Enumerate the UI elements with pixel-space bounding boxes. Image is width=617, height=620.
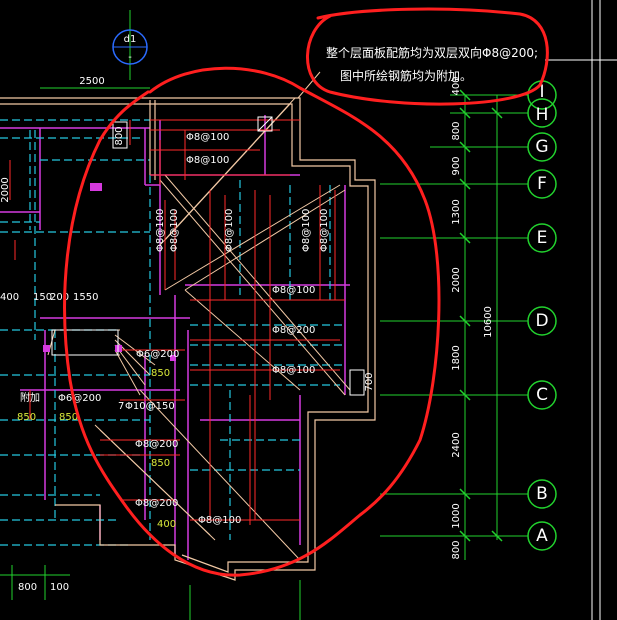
red-annotation	[63, 7, 549, 577]
grid-axis-label-b: B	[536, 484, 548, 504]
left-row-200: 200	[50, 292, 69, 303]
rebar-label: Φ8@100	[198, 515, 241, 526]
building-outline	[0, 97, 376, 581]
rebar-label: Φ6@200	[58, 393, 101, 404]
left-dim-800: 800	[114, 126, 125, 145]
rebar-label: Φ10@150	[125, 401, 175, 412]
yellow-label: 850	[151, 368, 170, 379]
grid-axis-label-c: C	[536, 385, 548, 405]
yellow-label: 400	[157, 519, 176, 530]
rebar-label: Φ6@200	[136, 349, 179, 360]
vdim-total: 10600	[483, 306, 494, 338]
rebar-label: Φ8@100	[155, 209, 166, 252]
rebar-label: Φ8@100	[272, 285, 315, 296]
left-row-400: 400	[0, 292, 19, 303]
rebar-label: Φ8@100	[224, 209, 235, 252]
rebar-label: Φ8@200	[135, 498, 178, 509]
rebar-label: Φ8@100	[186, 132, 229, 143]
bottom-dim-100: 100	[50, 582, 69, 593]
yellow-label: 850	[59, 412, 78, 423]
axis-bubble-top-label: d1	[124, 34, 137, 45]
rebar-label: Φ8@200	[135, 439, 178, 450]
vdim-800b: 800	[451, 540, 462, 559]
dim-700: 700	[364, 372, 375, 391]
axis-grid-lines	[0, 10, 528, 620]
rebar-label: Φ8@100	[319, 209, 330, 252]
beam-lines	[0, 119, 345, 546]
rebar-label: Φ8@200	[272, 325, 315, 336]
grid-axis-label-i: I	[539, 82, 544, 102]
vdim-1000: 1000	[451, 503, 462, 528]
vdim-2000: 2000	[451, 267, 462, 292]
yellow-label: 850	[17, 412, 36, 423]
grid-axis-label-g: G	[535, 137, 548, 157]
seven-label: 7	[118, 401, 124, 412]
left-row-150: 150	[33, 292, 52, 303]
rebar-lines	[9, 119, 345, 525]
note-line-1: 整个层面板配筋均为双层双向Φ8@200;	[326, 45, 538, 60]
grid-axis-bubbles	[527, 80, 557, 551]
vdim-900: 900	[451, 156, 462, 175]
rebar-label: Φ8@100	[169, 209, 180, 252]
frame-lines	[545, 0, 617, 620]
rebar-label: Φ8@100	[301, 209, 312, 252]
side-label: 附加	[20, 391, 40, 404]
openings	[51, 116, 365, 396]
left-dim-2000: 2000	[0, 177, 11, 202]
vdim-800: 800	[451, 121, 462, 140]
rebar-label: Φ8@100	[186, 155, 229, 166]
axis-bubble-top-sub: -	[128, 52, 132, 63]
grid-axis-label-d: D	[535, 311, 548, 331]
grid-axis-label-a: A	[536, 526, 548, 546]
yellow-label: 850	[151, 458, 170, 469]
vdim-2400: 2400	[451, 432, 462, 457]
dim-ticks	[459, 89, 503, 542]
grid-axis-label-h: H	[536, 105, 549, 125]
left-row-1550: 1550	[73, 292, 98, 303]
vdim-1800: 1800	[451, 345, 462, 370]
top-dim: 2500	[79, 76, 104, 87]
vdim-400: 400	[451, 76, 462, 95]
bottom-dim-800: 800	[18, 582, 37, 593]
vdim-1300: 1300	[451, 199, 462, 224]
grid-axis-label-e: E	[537, 228, 548, 248]
axis-bubble-top: d1 -	[112, 29, 148, 65]
note-line-2: 图中所绘钢筋均为附加。	[340, 68, 472, 83]
grid-axis-label-f: F	[537, 174, 547, 194]
rebar-label: Φ8@100	[272, 365, 315, 376]
